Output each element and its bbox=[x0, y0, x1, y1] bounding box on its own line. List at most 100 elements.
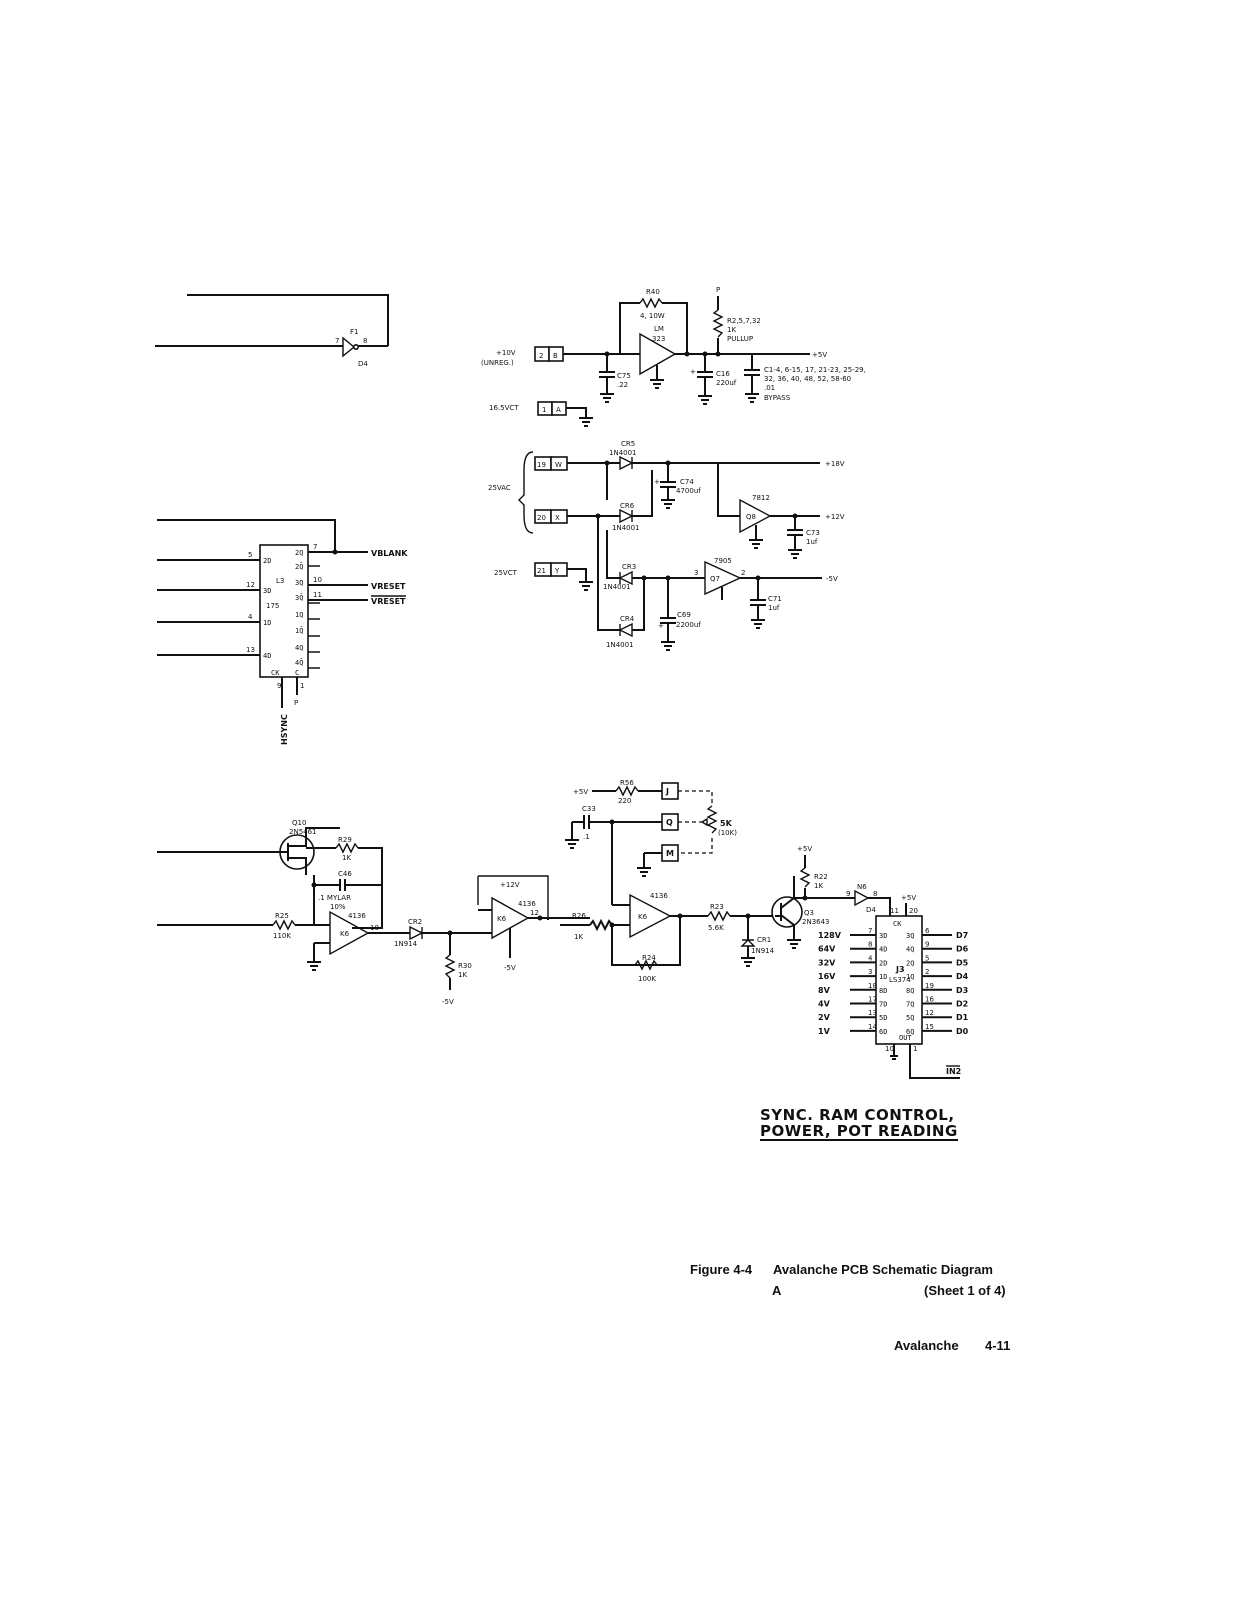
ground bbox=[745, 393, 759, 403]
latch-pin: 12 bbox=[246, 581, 255, 589]
connector-label: 1 bbox=[542, 406, 546, 414]
brace bbox=[518, 451, 534, 534]
label: C74 bbox=[680, 478, 694, 486]
ground bbox=[307, 942, 330, 971]
chip-output-pin: 19 bbox=[925, 982, 934, 990]
resistor-r56 bbox=[615, 785, 639, 797]
pin-label: 2 bbox=[741, 569, 745, 577]
signal-vreset-bar: VRESET bbox=[371, 597, 406, 606]
label: 1uf bbox=[768, 604, 780, 612]
sheet-letter: A bbox=[772, 1283, 782, 1298]
latch-output: 4Q̄ bbox=[295, 658, 303, 667]
wire bbox=[619, 302, 688, 354]
label: K6 bbox=[497, 915, 507, 923]
transistor-q3 bbox=[771, 896, 803, 928]
latch-chip bbox=[259, 544, 309, 678]
title-line2: POWER, POT READING bbox=[760, 1122, 958, 1140]
label: .1 bbox=[583, 833, 590, 841]
chip-output-pin: 16 bbox=[925, 996, 934, 1004]
ground bbox=[600, 393, 614, 403]
chip-input-code: 1D bbox=[879, 973, 887, 981]
title-block: SYNC. RAM CONTROL, POWER, POT READING bbox=[760, 1106, 958, 1141]
label: CR6 bbox=[620, 502, 635, 510]
label: R22 bbox=[814, 873, 828, 881]
ground bbox=[890, 1055, 898, 1060]
label: 110K bbox=[273, 932, 291, 940]
label: C75 bbox=[617, 372, 631, 380]
latch-out-pin: 7 bbox=[313, 543, 317, 551]
footer-page: 4-11 bbox=[985, 1338, 1011, 1353]
label: C33 bbox=[582, 805, 596, 813]
label: 4, 10W bbox=[640, 312, 665, 320]
latch-input: 2D bbox=[263, 557, 271, 565]
label: K6 bbox=[340, 930, 350, 938]
pin-label: 11 bbox=[890, 907, 899, 915]
nc-stubs bbox=[308, 565, 320, 669]
latch-pin: 5 bbox=[248, 551, 252, 559]
chip-input-label: 64V bbox=[818, 945, 836, 954]
connector-label: W bbox=[555, 461, 562, 469]
label: 1K bbox=[342, 854, 351, 862]
cap-c74 bbox=[660, 463, 676, 500]
label: 2200uf bbox=[676, 621, 701, 629]
chip-input-code: 2D bbox=[879, 959, 887, 967]
label: 1N4001 bbox=[609, 449, 637, 457]
label: +12V bbox=[825, 513, 845, 521]
label: .1 MYLAR bbox=[318, 894, 351, 902]
cap-bypass bbox=[744, 354, 760, 394]
label: 1N4001 bbox=[606, 641, 634, 649]
chip-output-code: 1Q bbox=[906, 973, 914, 981]
wire bbox=[597, 516, 620, 631]
chip-output-pin: 15 bbox=[925, 1023, 934, 1031]
chip-output-label: D0 bbox=[956, 1027, 969, 1036]
chip-input-code: 4D bbox=[879, 946, 887, 954]
latch-clr-pin: 1 bbox=[300, 682, 304, 690]
resistor-pullup bbox=[712, 309, 724, 338]
chip-input-pin: 3 bbox=[868, 968, 872, 976]
ground bbox=[637, 853, 651, 877]
gate-out-pin: 8 bbox=[363, 337, 367, 345]
regulator-7905 bbox=[704, 560, 742, 596]
resistor-r25 bbox=[272, 919, 296, 931]
latch-output: 1Q bbox=[295, 611, 303, 619]
label: Q7 bbox=[710, 575, 720, 583]
latch-pin: 4 bbox=[248, 613, 253, 621]
diode-cr2 bbox=[409, 925, 424, 941]
wire bbox=[717, 463, 740, 517]
resistor-r23 bbox=[707, 910, 731, 922]
label: 32, 36, 40, 48, 52, 58-60 bbox=[764, 375, 851, 383]
label: -5V bbox=[442, 998, 454, 1006]
junction bbox=[677, 913, 683, 919]
label: 16.5VCT bbox=[489, 404, 519, 412]
chip-output-label: D6 bbox=[956, 945, 969, 954]
ground bbox=[741, 957, 755, 967]
cap-c33 bbox=[583, 815, 590, 829]
connector-label: A bbox=[556, 406, 561, 414]
cap-c71 bbox=[750, 578, 766, 620]
label: 220 bbox=[618, 797, 631, 805]
label: J bbox=[665, 787, 669, 796]
junction bbox=[609, 819, 615, 825]
label: 5K bbox=[720, 819, 733, 828]
label: CR5 bbox=[621, 440, 635, 448]
chip-output-pin: 9 bbox=[925, 941, 929, 949]
latch-clk: CK bbox=[271, 669, 280, 677]
wire bbox=[306, 847, 383, 929]
label: 25VCT bbox=[494, 569, 518, 577]
figure-name: Avalanche PCB Schematic Diagram bbox=[773, 1262, 993, 1277]
label: Q8 bbox=[746, 513, 756, 521]
latch-input: 1D bbox=[263, 619, 271, 627]
label: Q10 bbox=[292, 819, 306, 827]
title-line1: SYNC. RAM CONTROL, bbox=[760, 1106, 955, 1124]
resistor-r30 bbox=[444, 954, 456, 979]
label: 1K bbox=[458, 971, 467, 979]
label: +12V bbox=[500, 881, 520, 889]
label: 1N914 bbox=[394, 940, 418, 948]
latch-part: 175 bbox=[266, 602, 279, 610]
label: R23 bbox=[710, 903, 724, 911]
fet-leads bbox=[280, 835, 307, 868]
cap-c75 bbox=[599, 354, 615, 394]
label: 1K bbox=[574, 933, 583, 941]
label: 1N4001 bbox=[603, 583, 631, 591]
